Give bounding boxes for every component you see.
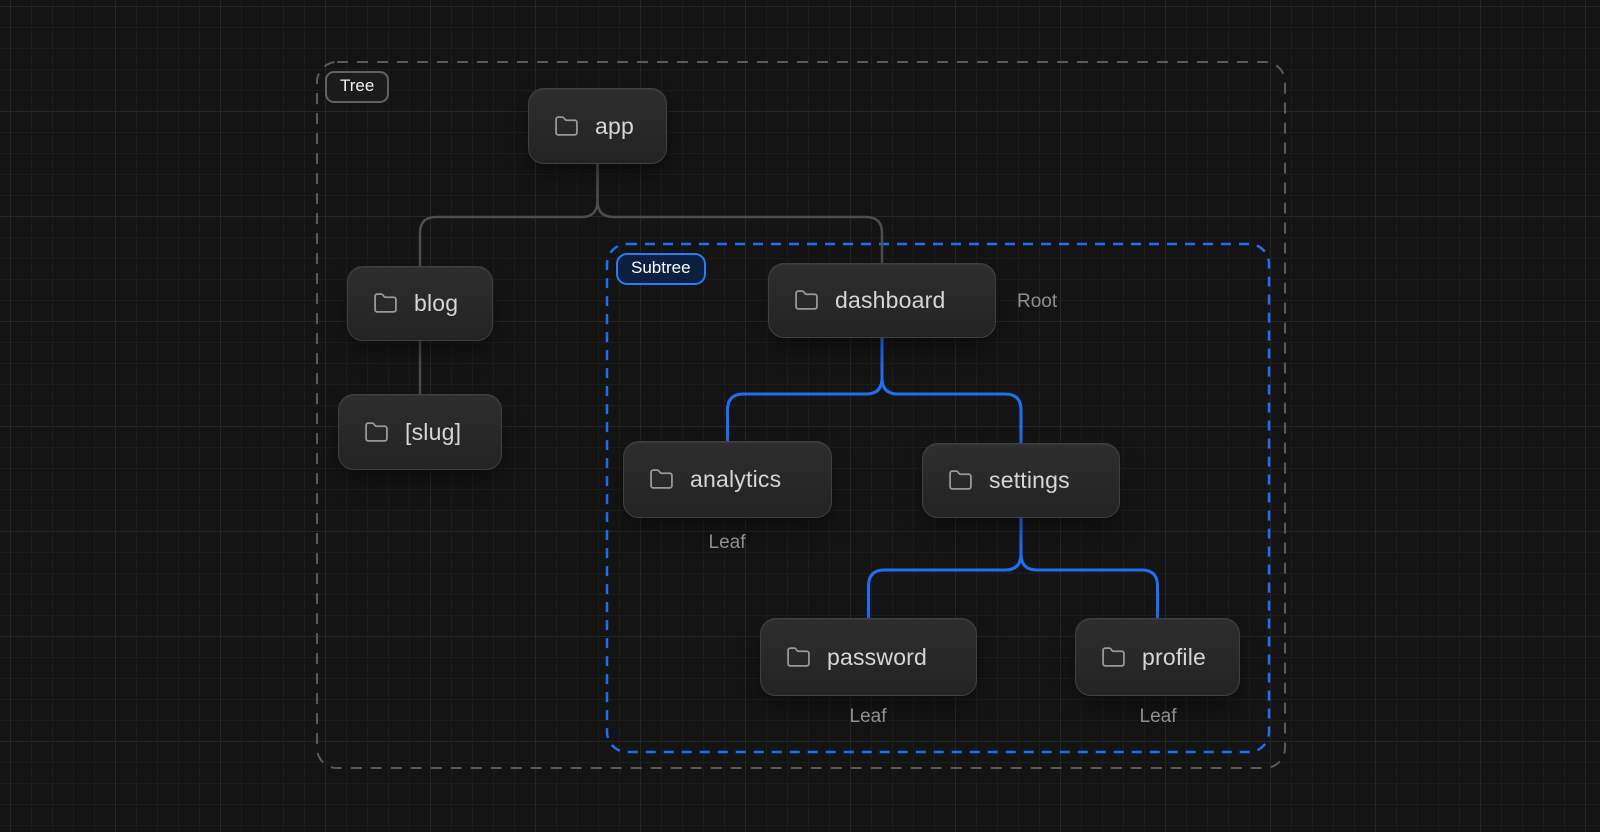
folder-icon xyxy=(649,467,674,492)
folder-icon xyxy=(948,468,973,493)
folder-icon xyxy=(373,291,398,316)
edge-settings-profile xyxy=(1019,515,1159,621)
node-label: profile xyxy=(1142,643,1207,670)
folder-icon xyxy=(1101,645,1126,670)
subtree-group-badge: Subtree xyxy=(616,253,706,285)
folder-icon xyxy=(794,288,819,313)
node-app[interactable]: app xyxy=(528,88,667,164)
node-blog[interactable]: blog xyxy=(347,266,493,341)
node-analytics[interactable]: analytics xyxy=(623,441,832,518)
node-label: dashboard xyxy=(835,287,946,313)
node-label: settings xyxy=(989,467,1070,493)
tree-group-badge: Tree xyxy=(325,71,390,103)
node-password[interactable]: password xyxy=(760,618,977,696)
folder-icon xyxy=(364,420,389,445)
leaf-annotation-analytics: Leaf xyxy=(708,532,746,553)
edge-app-blog xyxy=(418,161,599,269)
leaf-annotation-profile: Leaf xyxy=(1139,706,1177,727)
node-label: [slug] xyxy=(405,418,462,445)
node-settings[interactable]: settings xyxy=(922,443,1120,518)
node-dashboard[interactable]: dashboard xyxy=(768,263,996,338)
folder-icon xyxy=(786,645,811,670)
edge-settings-password xyxy=(867,515,1023,621)
root-annotation: Root xyxy=(1017,291,1058,312)
node-profile[interactable]: profile xyxy=(1075,618,1240,696)
folder-icon xyxy=(554,114,579,139)
node-label: password xyxy=(827,643,928,670)
edge-dashboard-analytics xyxy=(726,335,884,444)
node-slug[interactable]: [slug] xyxy=(338,394,502,470)
node-label: analytics xyxy=(690,466,782,492)
edge-app-dashboard xyxy=(596,161,884,266)
node-label: app xyxy=(595,112,634,139)
edge-dashboard-settings xyxy=(880,335,1023,446)
node-label: blog xyxy=(414,290,459,316)
leaf-annotation-password: Leaf xyxy=(849,706,887,727)
